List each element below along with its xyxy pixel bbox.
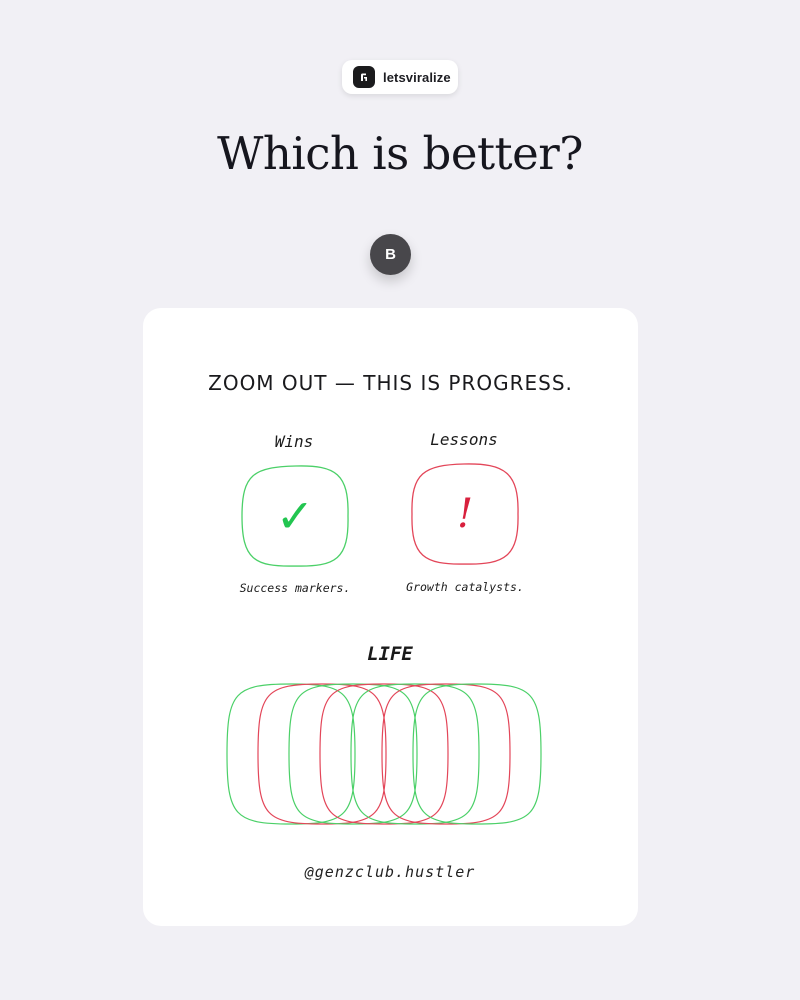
wins-caption: Success markers. bbox=[239, 581, 351, 595]
lessons-label: Lessons bbox=[430, 430, 498, 449]
life-loop-win bbox=[226, 683, 356, 825]
life-loop-lesson bbox=[257, 683, 387, 825]
lessons-box: ! bbox=[410, 462, 520, 566]
letsviralize-logo-icon bbox=[353, 66, 375, 88]
exclamation-icon: ! bbox=[456, 491, 474, 537]
life-loops-illustration bbox=[226, 683, 542, 825]
page-title: Which is better? bbox=[217, 127, 583, 180]
checkmark-icon: ✓ bbox=[275, 489, 315, 543]
life-loop-lesson bbox=[381, 683, 511, 825]
brand-pill[interactable]: letsviralize bbox=[342, 60, 458, 94]
wins-box: ✓ bbox=[240, 464, 350, 568]
life-loop-lesson bbox=[319, 683, 449, 825]
option-badge[interactable]: B bbox=[370, 234, 411, 275]
card-title: ZOOM OUT — THIS IS PROGRESS. bbox=[208, 371, 573, 395]
author-handle: @genzclub.hustler bbox=[304, 863, 476, 881]
wins-label: Wins bbox=[274, 432, 314, 451]
life-loop-win bbox=[412, 683, 542, 825]
lessons-caption: Growth catalysts. bbox=[406, 580, 524, 594]
brand-name: letsviralize bbox=[383, 69, 451, 85]
life-label: LIFE bbox=[367, 643, 413, 665]
life-loop-win bbox=[350, 683, 480, 825]
post-card: ZOOM OUT — THIS IS PROGRESS. Wins Lesson… bbox=[143, 308, 638, 926]
life-loop-win bbox=[288, 683, 418, 825]
